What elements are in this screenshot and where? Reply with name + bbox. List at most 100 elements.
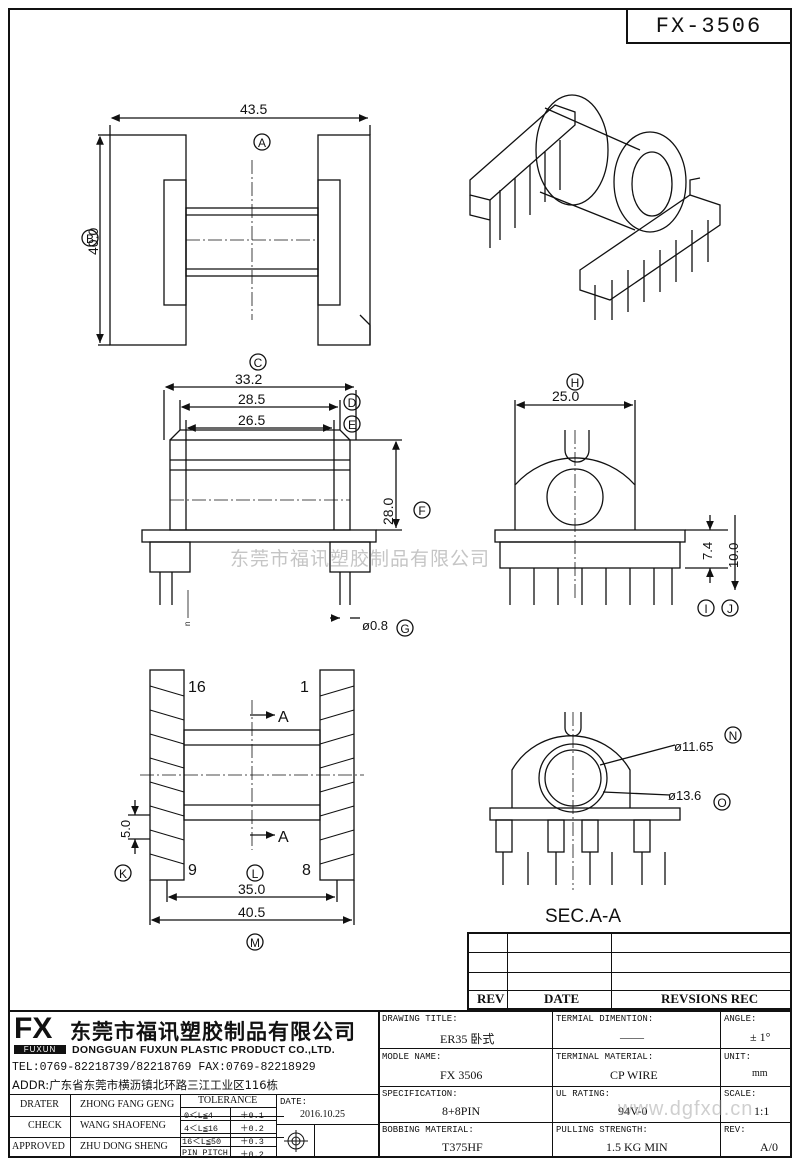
label-a: A	[258, 136, 266, 150]
pin-8-label: 8	[302, 862, 311, 879]
company-block: FX FUXUN 东莞市福讯塑胶制品有限公司 DONGGUAN FUXUN PL…	[8, 1012, 380, 1094]
check-name: WANG SHAOFENG	[80, 1120, 166, 1131]
dim-i: 7.4	[700, 542, 715, 560]
label-b: B	[86, 232, 94, 246]
drawing-title-label: DRAWING TITLE:	[382, 1014, 458, 1024]
dim-o: ø13.6	[668, 788, 701, 803]
rev-value: A/0	[760, 1140, 778, 1154]
bobbing-material-label: BOBBING MATERIAL:	[382, 1125, 474, 1135]
angle-label: ANGLE:	[724, 1014, 757, 1024]
dim-k: 5.0	[118, 820, 133, 838]
scale-label: SCALE:	[724, 1089, 757, 1099]
label-i: I	[704, 602, 707, 616]
rev-label: REV:	[724, 1125, 746, 1135]
part-number-title: FX-3506	[626, 8, 792, 44]
label-c: C	[254, 356, 263, 370]
title-block-top	[8, 1010, 792, 1012]
dim-b: 40.0	[85, 228, 101, 255]
projection-symbol-icon	[284, 1130, 308, 1152]
fx-logo: FX FUXUN	[14, 1014, 66, 1054]
label-e: E	[348, 418, 356, 432]
dim-l: 35.0	[238, 881, 265, 897]
drawing-date: 2016.10.25	[300, 1109, 345, 1120]
modle-name: FX 3506	[440, 1068, 483, 1082]
label-g: G	[400, 622, 409, 636]
tol-range-4: PIN PITCH	[182, 1148, 228, 1158]
label-j: J	[727, 602, 733, 616]
date-header: DATE	[544, 991, 580, 1006]
termial-dimention: ——	[620, 1030, 644, 1044]
dim-c: 33.2	[235, 371, 262, 387]
revisions-header: REVSIONS REC	[661, 991, 759, 1006]
company-name-en: DONGGUAN FUXUN PLASTIC PRODUCT CO.,LTD.	[72, 1044, 335, 1056]
label-k: K	[119, 867, 127, 881]
tol-range-2: 4＜L≦16	[184, 1124, 219, 1134]
drawing-title: ER35 卧式	[440, 1032, 495, 1046]
isometric-view	[469, 94, 721, 320]
terminal-material: CP WIRE	[610, 1068, 658, 1082]
pulling-strength-label: PULLING STRENGTH:	[556, 1125, 648, 1135]
section-mark-top: A	[278, 709, 289, 726]
company-address: ADDR:广东省东莞市横沥镇北环路三江工业区116栋	[12, 1078, 279, 1092]
tol-value-2: ＋0.2	[240, 1124, 264, 1134]
drater-label: DRATER	[20, 1099, 59, 1110]
revision-table: REV DATE REVSIONS REC	[467, 932, 792, 1010]
dim-e: 26.5	[238, 412, 265, 428]
pin-9-label: 9	[188, 862, 197, 879]
specification-label: SPECIFICATION:	[382, 1089, 458, 1099]
front-view	[141, 353, 431, 637]
terminal-material-label: TERMINAL MATERIAL:	[556, 1052, 654, 1062]
company-name-cn: 东莞市福讯塑胶制品有限公司	[70, 1020, 356, 1044]
pulling-strength: 1.5 KG MIN	[606, 1140, 668, 1154]
label-n: N	[729, 729, 738, 743]
title-block-divider	[378, 1010, 380, 1158]
company-tel: TEL:0769-82218739/82218769 FAX:0769-8221…	[12, 1061, 316, 1074]
termial-dimention-label: TERMIAL DIMENTION:	[556, 1014, 654, 1024]
label-l: L	[252, 867, 259, 881]
section-title: SEC.A-A	[545, 906, 621, 927]
tol-range-1: 0＜L≦4	[184, 1111, 213, 1121]
tol-range-3: 16＜L≦50	[182, 1137, 222, 1147]
approved-label: APPROVED	[12, 1141, 65, 1152]
dim-a: 43.5	[240, 101, 267, 117]
label-m: M	[250, 936, 260, 950]
drawing-frame	[8, 8, 792, 1158]
pin-16-label: 16	[188, 679, 206, 696]
dim-h: 25.0	[552, 388, 579, 404]
site-watermark: www.dgfxd.cn	[618, 1098, 754, 1120]
side-view	[494, 373, 739, 617]
tol-value-3: ＋0.3	[240, 1137, 264, 1147]
company-watermark: 东莞市福讯塑胶制品有限公司	[230, 548, 491, 570]
approved-name: ZHU DONG SHENG	[80, 1141, 168, 1152]
section-mark-bottom: A	[278, 829, 289, 846]
tolerance-title: TOLERANCE	[198, 1095, 258, 1106]
dim-g: ø0.8	[362, 618, 388, 633]
dim-j: 10.0	[726, 543, 741, 568]
unit: mm	[752, 1068, 768, 1079]
label-f: F	[418, 504, 425, 518]
angle: ± 1°	[750, 1030, 771, 1044]
date-label: DATE:	[280, 1097, 308, 1107]
dim-n: ø11.65	[674, 739, 714, 754]
ul-rating: 94V-0	[618, 1104, 648, 1118]
specification: 8+8PIN	[442, 1104, 481, 1118]
bobbing-material: T375HF	[442, 1140, 483, 1154]
dim-f: 28.0	[380, 498, 396, 525]
section-view	[489, 712, 742, 890]
drater-name: ZHONG FANG GENG	[80, 1099, 175, 1110]
tol-value-4: ＋0.2	[240, 1150, 264, 1160]
top-view	[81, 114, 371, 346]
bottom-view	[114, 669, 364, 951]
unit-label: UNIT:	[724, 1052, 752, 1062]
scale: 1:1	[754, 1104, 770, 1118]
small-mark: n	[183, 622, 192, 626]
dim-d: 28.5	[238, 391, 265, 407]
ul-rating-label: UL RATING:	[556, 1089, 611, 1099]
label-o: O	[717, 796, 726, 810]
label-d: D	[348, 396, 357, 410]
modle-name-label: MODLE NAME:	[382, 1052, 442, 1062]
label-h: H	[571, 376, 580, 390]
dim-m: 40.5	[238, 904, 265, 920]
rev-header: REV	[477, 991, 505, 1006]
